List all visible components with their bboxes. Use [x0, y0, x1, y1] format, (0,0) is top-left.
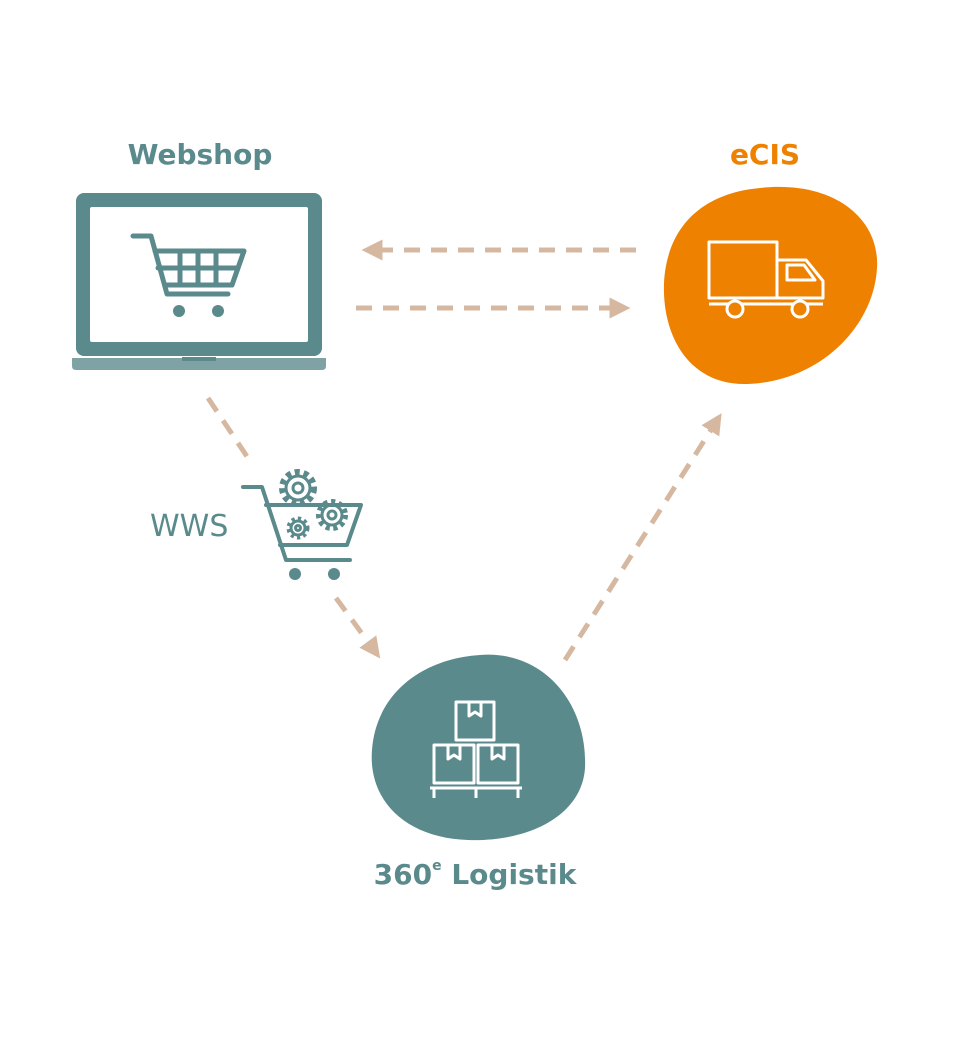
cart-with-gears-icon — [241, 469, 363, 580]
arrow-webshop-to-wws — [205, 396, 251, 460]
arrow-wws-to-logistik — [333, 596, 381, 659]
gear-icon — [279, 469, 348, 540]
arrow-logistik-to-ecis — [562, 413, 722, 662]
wws-label: WWS — [150, 509, 229, 544]
logistik-label-text: Logistik — [441, 858, 577, 891]
logistik-label-sup: e — [432, 857, 442, 874]
logistik-label-number: 360 — [373, 858, 433, 891]
laptop-notch — [182, 357, 216, 361]
stacked-boxes-pallet-icon — [371, 654, 586, 841]
delivery-truck-icon — [663, 186, 878, 385]
cart-wheel-left — [173, 305, 185, 317]
webshop-label: Webshop — [127, 138, 273, 171]
logistik-label: 360e Logistik — [355, 858, 595, 891]
ecis-blob — [663, 186, 878, 385]
cart-wheel-left — [289, 568, 301, 580]
laptop-base — [72, 358, 326, 370]
shopping-cart-icon — [130, 233, 247, 297]
cart-wheel-right — [212, 305, 224, 317]
cart-wheel-right — [328, 568, 340, 580]
ecis-label: eCIS — [729, 138, 801, 171]
truck-outline — [707, 240, 825, 319]
laptop-shopping-cart-icon — [72, 193, 326, 370]
connections — [205, 239, 722, 662]
